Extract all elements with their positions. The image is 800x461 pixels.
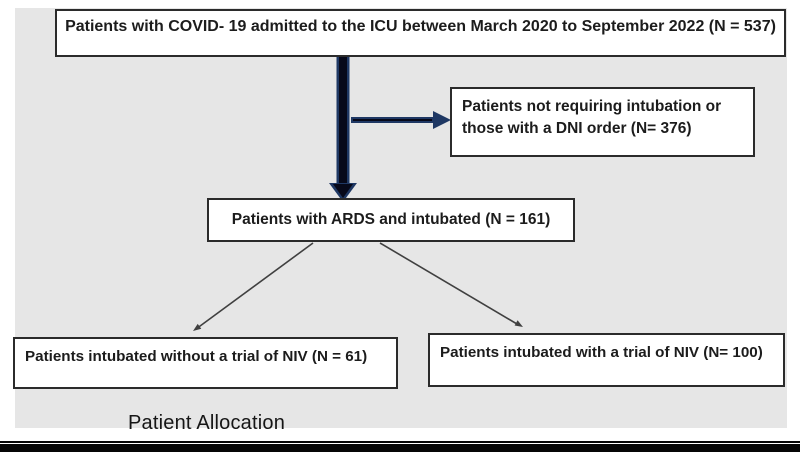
horizontal-arrowhead — [433, 111, 451, 129]
diagonal-line-left — [195, 242, 314, 330]
diagonal-arrowhead-right — [514, 320, 523, 327]
node-excluded-patients: Patients not requiring intubation or tho… — [450, 87, 755, 157]
node-ards-intubated: Patients with ARDS and intubated (N = 16… — [207, 198, 575, 242]
figure-caption: Patient Allocation — [128, 412, 286, 434]
node-intubated-with-niv: Patients intubated with a trial of NIV (… — [428, 333, 785, 387]
node-intubated-with-niv-label: Patients intubated with a trial of NIV (… — [440, 344, 763, 361]
node-ards-intubated-label: Patients with ARDS and intubated (N = 16… — [231, 211, 551, 228]
vertical-arrowhead — [333, 184, 353, 198]
bottom-rule-thick — [0, 444, 800, 452]
node-excluded-patients-line2: those with a DNI order (N= 376) — [462, 120, 692, 138]
node-intubated-without-niv-label: Patients intubated without a trial of NI… — [25, 348, 368, 365]
node-intubated-without-niv: Patients intubated without a trial of NI… — [13, 337, 398, 389]
node-excluded-patients-line1: Patients not requiring intubation or — [462, 98, 722, 115]
diagonal-arrowhead-left — [193, 323, 202, 331]
diagonal-line-right — [379, 242, 518, 325]
bottom-rule-thin — [0, 441, 800, 443]
node-covid-icu-admissions-label: Patients with COVID- 19 admitted to the … — [65, 18, 776, 35]
node-covid-icu-admissions: Patients with COVID- 19 admitted to the … — [55, 9, 786, 57]
